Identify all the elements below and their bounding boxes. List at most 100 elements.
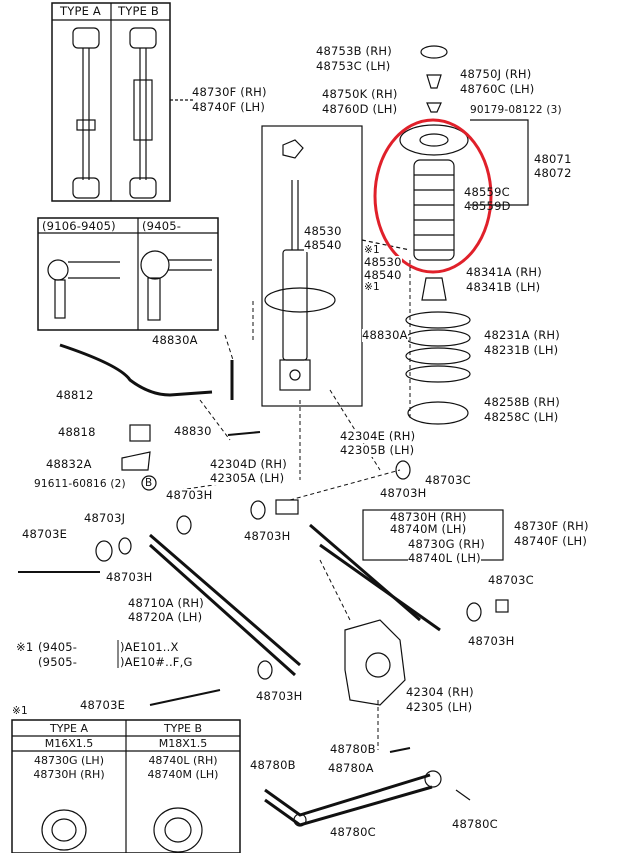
part-48730F-mid: 48730F (RH)	[514, 519, 589, 533]
part-48832A: 48832A	[46, 457, 92, 471]
note-row2-range: (9505-	[38, 655, 78, 669]
part-48750K: 48750K (RH)	[322, 87, 398, 101]
part-48730G: 48730G (RH)	[408, 537, 485, 551]
part-48740F-mid: 48740F (LH)	[514, 534, 588, 548]
coil-spring-drawing	[405, 311, 471, 383]
table-a-row2: 48730H (RH)	[33, 768, 105, 781]
stabilizer-bar-drawing	[59, 343, 213, 397]
part-48780B-2: 48780B	[250, 758, 296, 772]
bushing-left	[275, 499, 299, 515]
part-48740M: 48740M (LH)	[390, 522, 467, 536]
part-48530b: 48530	[364, 255, 402, 269]
part-90179: 90179-08122 (3)	[470, 104, 562, 117]
part-48231B: 48231B (LH)	[484, 343, 559, 357]
circle-b-mark	[141, 475, 157, 491]
shock-absorber-drawing	[264, 139, 336, 391]
table-size-b: M18X1.5	[158, 737, 208, 750]
part-48703E-2: 48703E	[80, 698, 126, 712]
part-42304E: 42304E (RH)	[340, 429, 416, 443]
part-48071: 48071	[534, 152, 572, 166]
part-48703H-5: 48703H	[468, 634, 515, 648]
rear-rod-type-b-drawing	[129, 27, 157, 199]
upper-mount-parts-drawing	[399, 45, 469, 156]
strut-rod-48780A-drawing	[264, 773, 431, 817]
table-b-row1: 48740L (RH)	[148, 754, 218, 767]
table-a-row1: 48730G (LH)	[34, 754, 104, 767]
part-48830A-left: 48830A	[152, 333, 198, 347]
date-range-1: (9106-9405)	[42, 219, 116, 233]
part-91611: 91611-60816 (2)	[34, 478, 126, 491]
part-48540: 48540	[304, 238, 342, 252]
part-48703J: 48703J	[84, 511, 126, 525]
bracket-drawing	[121, 451, 151, 471]
mark-1a: ※1	[364, 244, 380, 257]
part-42305: 42305 (LH)	[406, 700, 473, 714]
part-48710A: 48710A (RH)	[128, 596, 204, 610]
table-size-a: M16X1.5	[44, 737, 94, 750]
mark-1b: ※1	[364, 281, 380, 294]
part-48812: 48812	[56, 388, 94, 402]
part-48341B: 48341B (LH)	[466, 280, 541, 294]
tie-rod-end-old-drawing	[47, 259, 120, 319]
bottom-mark: ※1	[12, 705, 28, 718]
type-b-heading: TYPE B	[118, 4, 159, 18]
part-48559D: 48559D	[464, 199, 511, 213]
part-48703H-4: 48703H	[106, 570, 153, 584]
date-box-frame	[37, 217, 219, 331]
part-48540b: 48540	[364, 268, 402, 282]
part-48703H-1: 48703H	[166, 488, 213, 502]
part-48703H-6: 48703H	[256, 689, 303, 703]
part-48740F-top: 48740F (LH)	[192, 100, 266, 114]
note-row1-range: (9405-	[38, 640, 78, 654]
bump-stopper-drawing	[421, 277, 447, 301]
part-48830A-right: 48830A	[362, 328, 408, 342]
part-48258C: 48258C (LH)	[484, 410, 559, 424]
date-range-2: (9405-	[142, 219, 182, 233]
part-48780A: 48780A	[328, 761, 374, 775]
bracket-48071	[470, 119, 529, 206]
lower-arm-no1-drawing	[149, 533, 301, 667]
strut-box-frame	[261, 125, 363, 407]
part-48818: 48818	[58, 425, 96, 439]
tie-rod-end-new-drawing	[140, 250, 212, 321]
part-48703E-1: 48703E	[22, 527, 68, 541]
part-48072: 48072	[534, 166, 572, 180]
part-42305B: 42305B (LH)	[340, 443, 415, 457]
table-b-row2: 48740M (LH)	[147, 768, 219, 781]
dust-boot-drawing	[413, 159, 455, 261]
part-48730F-top: 48730F (RH)	[192, 85, 267, 99]
part-48750J: 48750J (RH)	[460, 67, 532, 81]
part-48760D: 48760D (LH)	[322, 102, 398, 116]
note-row2-value: )AE10#..F,G	[120, 655, 193, 669]
part-48258B: 48258B (RH)	[484, 395, 560, 409]
bushing-drawing	[129, 424, 151, 442]
part-48780C-1: 48780C	[330, 825, 376, 839]
part-48231A: 48231A (RH)	[484, 328, 560, 342]
table-col-a: TYPE A	[49, 722, 89, 735]
part-48530: 48530	[304, 224, 342, 238]
part-48780B-1: 48780B	[330, 742, 376, 756]
nut-type-b-drawing	[153, 807, 203, 853]
note-mark: ※1	[16, 640, 34, 654]
part-48740L: 48740L (LH)	[408, 551, 481, 565]
part-42304: 42304 (RH)	[406, 685, 474, 699]
note-row1-value: )AE101..X	[120, 640, 179, 654]
type-a-heading: TYPE A	[60, 4, 101, 18]
highlight-ellipse	[373, 118, 493, 274]
rear-rod-type-a-drawing	[72, 27, 100, 199]
nut-type-a-drawing	[41, 809, 87, 851]
part-48559C: 48559C	[464, 185, 510, 199]
part-42305A: 42305A (LH)	[210, 471, 285, 485]
part-48703C-2: 48703C	[488, 573, 534, 587]
part-48760C: 48760C (LH)	[460, 82, 535, 96]
bolt-48703E-2	[149, 689, 221, 706]
part-48703H-2: 48703H	[380, 486, 427, 500]
part-48341A: 48341A (RH)	[466, 265, 542, 279]
part-42304D: 42304D (RH)	[210, 457, 287, 471]
part-48830: 48830	[174, 424, 212, 438]
part-48753B: 48753B (RH)	[316, 44, 392, 58]
part-48753C: 48753C (LH)	[316, 59, 391, 73]
part-48703H-3: 48703H	[244, 529, 291, 543]
